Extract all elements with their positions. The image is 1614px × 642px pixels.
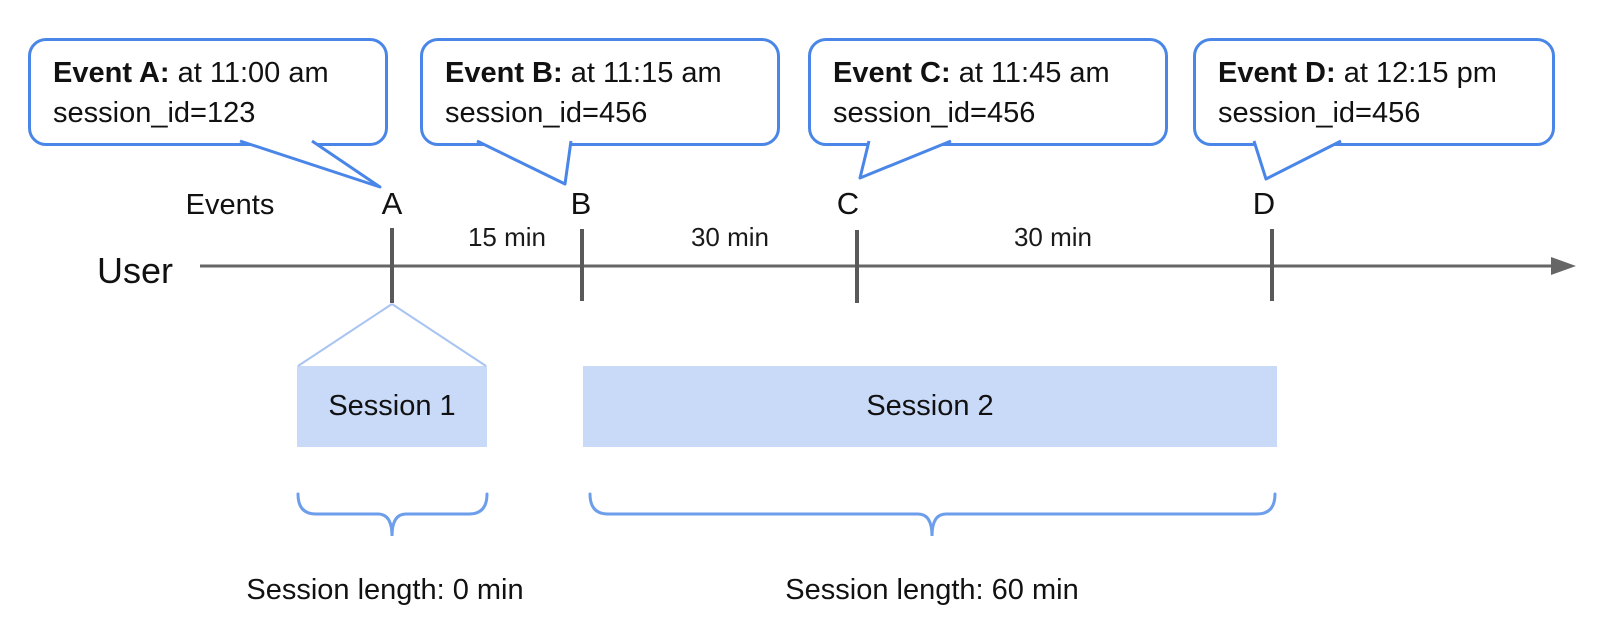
callout-event-a-text: Event A: at 11:00 am session_id=123 [31, 41, 385, 133]
event-d-time: at 12:15 pm [1335, 57, 1497, 89]
callout-event-c: Event C: at 11:45 am session_id=456 [808, 38, 1168, 146]
event-marker-c: C [836, 186, 860, 221]
event-marker-d: D [1252, 186, 1276, 221]
callout-event-c-text: Event C: at 11:45 am session_id=456 [811, 41, 1165, 133]
event-d-session-id: session_id=456 [1218, 97, 1421, 129]
event-c-time: at 11:45 am [950, 57, 1110, 89]
session-1-bar: Session 1 [297, 366, 487, 447]
timeline-arrowhead-icon [1551, 257, 1576, 275]
user-timeline-label: User [96, 250, 173, 291]
event-marker-b: B [570, 186, 592, 221]
event-a-time: at 11:00 am [169, 57, 329, 89]
session-2-label: Session 2 [866, 390, 994, 422]
callout-event-d: Event D: at 12:15 pm session_id=456 [1193, 38, 1555, 146]
event-c-session-id: session_id=456 [833, 97, 1036, 129]
callout-event-d-text: Event D: at 12:15 pm session_id=456 [1196, 41, 1552, 133]
callout-d-tail-icon [1252, 139, 1342, 181]
session-1-funnel-left-line [297, 303, 393, 367]
events-row-label: Events [185, 189, 275, 221]
session-2-length-label: Session length: 60 min [785, 574, 1079, 606]
callout-b-tail-icon [476, 139, 573, 186]
interval-a-b: 15 min [467, 222, 547, 252]
interval-c-d: 30 min [1013, 222, 1093, 252]
callout-event-a: Event A: at 11:00 am session_id=123 [28, 38, 388, 146]
event-b-session-id: session_id=456 [445, 97, 648, 129]
session-1-length-label: Session length: 0 min [246, 574, 524, 606]
session-2-brace-icon [588, 492, 1277, 537]
event-b-title: Event B: [445, 57, 563, 89]
event-d-title: Event D: [1218, 57, 1336, 89]
interval-b-c: 30 min [690, 222, 770, 252]
session-2-bar: Session 2 [583, 366, 1277, 447]
event-marker-a: A [381, 186, 403, 221]
event-c-title: Event C: [833, 57, 951, 89]
session-1-brace-icon [296, 492, 489, 537]
callout-c-tail-icon [858, 139, 952, 180]
session-1-funnel-right-line [391, 303, 487, 367]
callout-event-b: Event B: at 11:15 am session_id=456 [420, 38, 780, 146]
callout-event-b-text: Event B: at 11:15 am session_id=456 [423, 41, 777, 133]
event-a-session-id: session_id=123 [53, 97, 256, 129]
event-a-title: Event A: [53, 57, 170, 89]
callout-a-tail-icon [239, 139, 382, 189]
session-1-label: Session 1 [328, 390, 456, 422]
event-b-time: at 11:15 am [562, 57, 722, 89]
